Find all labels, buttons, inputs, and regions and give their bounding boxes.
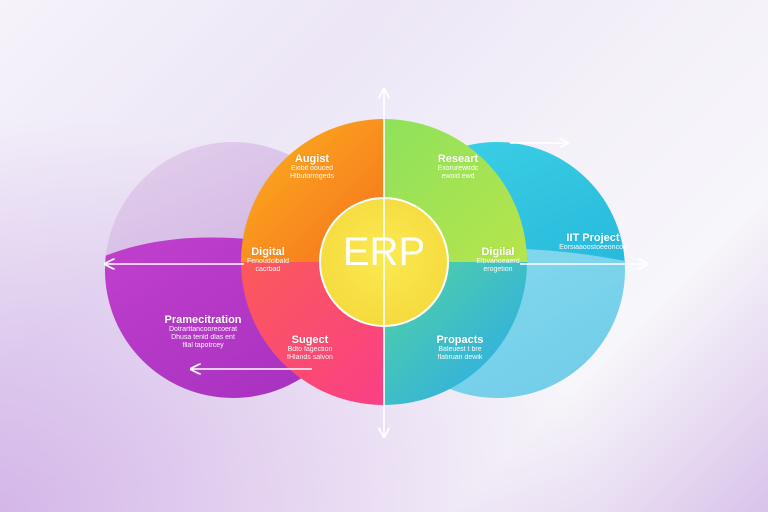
segment-mid-right: Digilal Elbvanoeaerd erogetion bbox=[460, 246, 536, 274]
segment-bottom-right: Propacts Baleuest t bre flatiruan dewik bbox=[410, 334, 510, 362]
segment-bottom-left: Sugect Bdto fagection fHlands salvon bbox=[262, 334, 358, 362]
left-circle-line: Dhusa tenld dlas ent bbox=[171, 334, 235, 341]
segment-top-left: Augist Exibit oouced Hlbutorrogeds bbox=[262, 153, 362, 181]
segment-line: Exorurewirdc bbox=[437, 165, 479, 172]
segment-line: fHlands salvon bbox=[287, 354, 333, 361]
segment-line: Hlbutorrogeds bbox=[290, 173, 334, 180]
right-circle-line: Eorsiaaoostoeeoncog bbox=[559, 244, 627, 251]
segment-line: erogetion bbox=[483, 266, 513, 273]
segment-title: Digital bbox=[251, 246, 285, 258]
center-label: ERP bbox=[342, 230, 426, 274]
right-circle-title: IIT Project bbox=[566, 232, 620, 244]
left-circle-title: Pramecitration bbox=[164, 314, 242, 326]
segment-line: ewoid ewd bbox=[441, 173, 475, 180]
segment-title: Sugect bbox=[291, 334, 329, 346]
segment-title: Propacts bbox=[436, 334, 484, 346]
segment-mid-left: Digital Fenoudcibald cacrbad bbox=[230, 246, 306, 274]
segment-title: Researt bbox=[437, 153, 479, 165]
segment-line: Exibit oouced bbox=[290, 165, 334, 172]
left-circle-label: Pramecitration Dotrarttancoorecoerat Dhu… bbox=[148, 314, 258, 350]
left-circle-line: Dotrarttancoorecoerat bbox=[168, 326, 238, 333]
segment-line: Elbvanoeaerd bbox=[476, 258, 520, 265]
left-circle-line: fllal tapotrcey bbox=[182, 342, 224, 349]
segment-top-right: Researt Exorurewirdc ewoid ewd bbox=[408, 153, 508, 181]
segment-line: Bdto fagection bbox=[287, 346, 333, 353]
segment-title: Digilal bbox=[481, 246, 515, 258]
segment-line: cacrbad bbox=[255, 266, 281, 273]
segment-title: Augist bbox=[294, 153, 330, 165]
segment-line: flatiruan dewik bbox=[437, 354, 483, 361]
right-circle-label: IIT Project Eorsiaaoostoeeoncog bbox=[538, 232, 648, 252]
segment-line: Fenoudcibald bbox=[246, 258, 290, 265]
segment-line: Baleuest t bre bbox=[438, 346, 482, 353]
